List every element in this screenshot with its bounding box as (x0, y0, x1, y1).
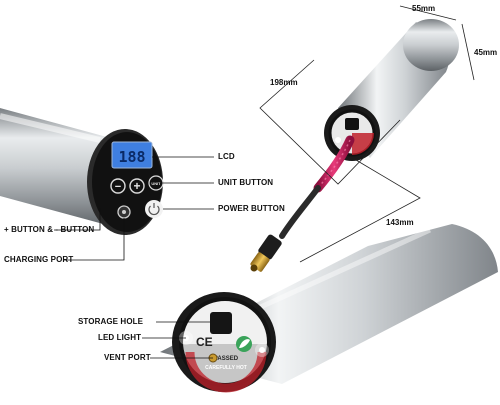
leader-lines (54, 156, 214, 359)
left-pump-body (0, 108, 163, 235)
diameter-top-label: 55mm (412, 4, 436, 13)
passed-badge: PASSED CAREFULLY HOT (205, 356, 247, 371)
lcd-callout: LCD (218, 152, 235, 161)
ce-mark: CE (196, 335, 213, 349)
power-button[interactable] (145, 200, 163, 218)
minus-key-label: − (115, 181, 121, 193)
dimension-lines (259, 5, 475, 263)
air-hose (279, 135, 355, 239)
led-light-callout: LED LIGHT (98, 333, 142, 342)
storage-hole-callout: STORAGE HOLE (78, 317, 144, 326)
brass-nozzle (250, 234, 282, 272)
lcd-reading: 188 (118, 148, 145, 166)
plus-button[interactable]: + (129, 178, 145, 194)
vent-port-callout: VENT PORT (104, 353, 151, 362)
lcd-screen: 188 (111, 141, 153, 169)
ce-mark-text: CE (196, 335, 213, 349)
plus-key-label: + (133, 179, 140, 193)
unit-button-callout: UNIT BUTTON (218, 178, 274, 187)
plus-minus-callout: + BUTTON & - BUTTON (4, 225, 95, 234)
power-icon (148, 205, 160, 216)
passed-text: PASSED (214, 356, 239, 362)
right-pump-body (324, 19, 459, 161)
minus-button[interactable]: − (110, 178, 126, 194)
charging-port-callout: CHARGING PORT (4, 255, 74, 264)
leaf-icon (236, 336, 252, 352)
unit-key-label: UNIT (151, 181, 161, 186)
power-button-callout: POWER BUTTON (218, 204, 285, 213)
storage-hole (210, 312, 232, 334)
charging-port[interactable] (117, 205, 131, 219)
diameter-side-label: 45mm (474, 48, 498, 57)
hose-length-label: 143mm (386, 218, 414, 227)
hot-warning-text: CAREFULLY HOT (205, 365, 247, 371)
body-length-label: 198mm (270, 78, 298, 87)
